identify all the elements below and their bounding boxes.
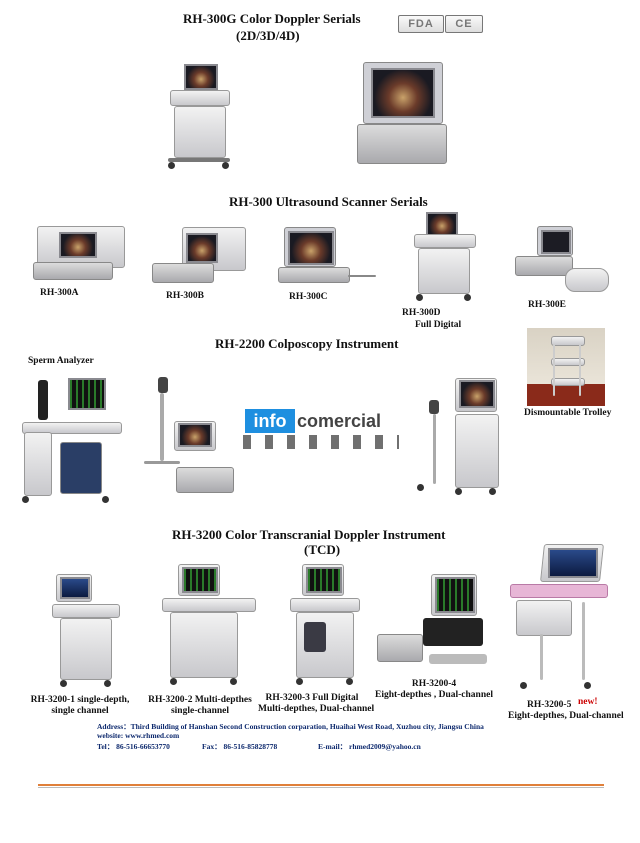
- rh3200-title: RH-3200 Color Transcranial Doppler Instr…: [172, 527, 446, 542]
- rh300b-image: [152, 225, 248, 285]
- rh300c-image: [278, 225, 378, 285]
- footer-rule-orange: [38, 784, 604, 786]
- watermark-info: info: [245, 409, 295, 433]
- rh300g-title: RH-300G Color Doppler Serials: [183, 11, 361, 26]
- rh300g-cart-image: [160, 62, 242, 174]
- rh2200-title: RH-2200 Colposcopy Instrument: [215, 336, 399, 351]
- sperm-analyzer-label: Sperm Analyzer: [28, 356, 94, 366]
- rh300g-portable-image: [353, 60, 449, 168]
- rh3200-3-name: RH-3200-3 Full Digital: [265, 693, 359, 703]
- rh3200-1-name: RH-3200-1 single-depth,: [30, 695, 130, 705]
- rh3200-3-image: [288, 562, 360, 688]
- rh3200-1-label: RH-3200-1 single-depth, single channel: [30, 695, 130, 717]
- rh300b-label: RH-300B: [166, 291, 204, 301]
- rh3200-2-label: RH-3200-2 Multi-depthes single-channel: [145, 695, 255, 717]
- rh300e-label: RH-300E: [528, 300, 566, 310]
- rh300a-label: RH-300A: [40, 288, 79, 298]
- rh3200-4-note: Eight-depthes , Dual-channel: [375, 690, 493, 700]
- rh300d-image: [408, 210, 480, 302]
- rh3200-1-image: [50, 572, 122, 690]
- rh3200-5-note: Eight-depthes, Dual-channel: [508, 711, 624, 721]
- rh3200-5-image: [506, 542, 610, 694]
- rh3200-3-label: RH-3200-3 Full Digital Multi-depthes, Du…: [258, 693, 375, 715]
- rh3200-1-note: single channel: [51, 706, 109, 716]
- rh3200-5-name: RH-3200-5: [527, 700, 572, 710]
- dismountable-trolley-label: Dismountable Trolley: [524, 408, 612, 418]
- rh300a-image: [33, 222, 133, 280]
- rh300e-image: [515, 224, 609, 296]
- rh3200-2-name: RH-3200-2 Multi-depthes: [148, 695, 252, 705]
- rh300g-subtitle: (2D/3D/4D): [236, 28, 300, 43]
- rh300-title: RH-300 Ultrasound Scanner Serials: [229, 194, 428, 209]
- rh3200-subtitle: (TCD): [304, 542, 341, 557]
- footer-tel: Tel： 86-516-66653770: [97, 742, 170, 751]
- rh300d-label: RH-300D: [402, 308, 441, 318]
- colposcope-cart-image: [415, 376, 503, 500]
- rh3200-3-note: Multi-depthes, Dual-channel: [258, 704, 375, 714]
- footer-address: Address：Third Building of Hanshan Second…: [97, 722, 484, 731]
- sperm-analyzer-image: [20, 372, 124, 506]
- rh300c-label: RH-300C: [289, 292, 328, 302]
- footer-rule-gray: [38, 787, 604, 788]
- rh300d-note: Full Digital: [415, 320, 462, 330]
- rh3200-5-new-badge: new!: [578, 697, 598, 707]
- fda-badge: FDA: [398, 15, 444, 33]
- footer-email: E-mail： rhmed2009@yahoo.cn: [318, 742, 421, 751]
- dismountable-trolley-image: [527, 328, 605, 406]
- rh3200-4-name: RH-3200-4: [411, 679, 457, 689]
- footer-website: website: www.rhmed.com: [97, 731, 180, 740]
- rh3200-4-image: [375, 572, 493, 672]
- rh3200-4-label: RH-3200-4 Eight-depthes , Dual-channel: [370, 679, 498, 701]
- colposcope-stand-image: [140, 375, 236, 499]
- rh3200-2-image: [160, 562, 256, 688]
- footer-fax: Fax： 86-516-85828778: [202, 742, 278, 751]
- rh3200-2-note: single-channel: [170, 706, 230, 716]
- info-comercial-watermark: info comercial: [243, 405, 401, 453]
- watermark-comercial: comercial: [297, 411, 382, 431]
- ce-badge: CE: [445, 15, 483, 33]
